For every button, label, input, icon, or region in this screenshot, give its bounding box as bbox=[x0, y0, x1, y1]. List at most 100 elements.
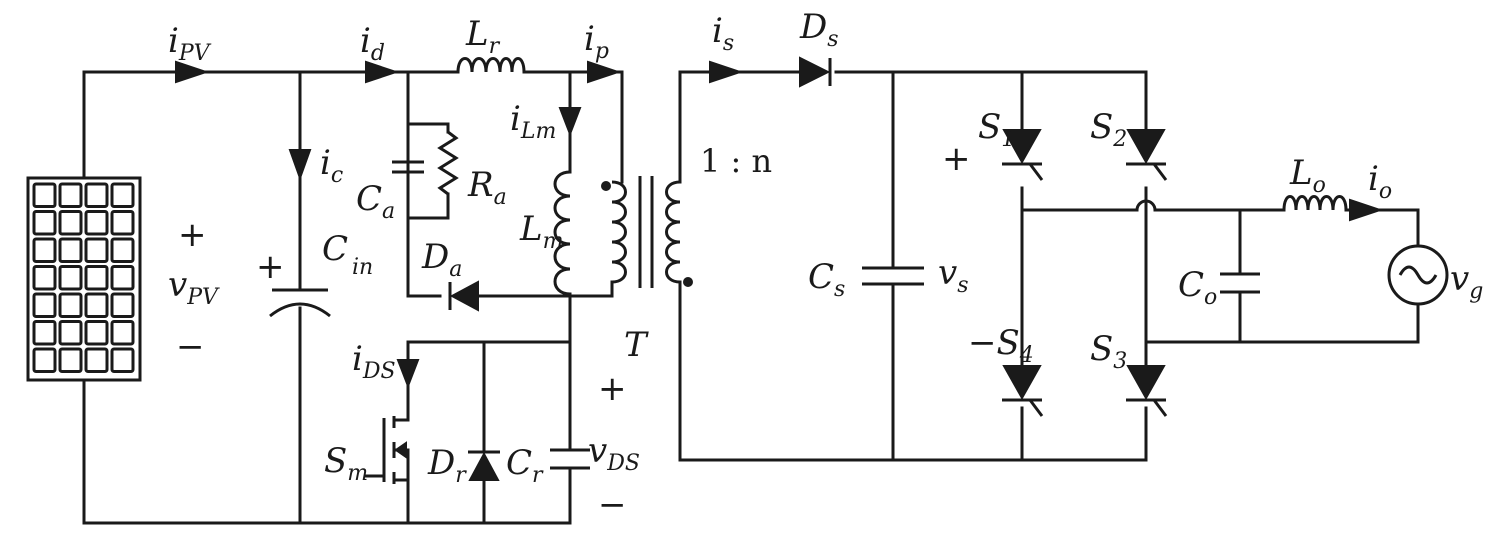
label-r-a: Ra bbox=[467, 165, 507, 210]
capacitor-co bbox=[1220, 272, 1260, 294]
arrow-i-o bbox=[1349, 198, 1384, 222]
v-ds-plus: + bbox=[598, 369, 627, 409]
pv-cell bbox=[32, 347, 57, 373]
pv-cell bbox=[32, 265, 57, 291]
resistor-ra bbox=[434, 122, 459, 220]
pv-cell bbox=[58, 292, 83, 318]
diode-dr bbox=[468, 450, 500, 481]
pv-cell bbox=[110, 182, 135, 208]
pv-cell bbox=[32, 292, 57, 318]
thyristor-s4 bbox=[1002, 365, 1044, 417]
transformer-core bbox=[638, 176, 654, 288]
arrow-i-s bbox=[709, 60, 744, 84]
pv-cell bbox=[32, 320, 57, 346]
label-c-a: Ca bbox=[356, 179, 395, 224]
label-d-a: Da bbox=[421, 237, 462, 282]
label-v-g: vg bbox=[1450, 259, 1483, 304]
label-v-pv: vPV bbox=[168, 265, 220, 310]
pv-cell bbox=[84, 182, 109, 208]
pv-cell bbox=[58, 182, 83, 208]
primary-dot bbox=[601, 181, 611, 191]
v-ds-minus: − bbox=[598, 485, 627, 525]
inductor-lo bbox=[1282, 195, 1348, 211]
arrow-i-c bbox=[288, 149, 312, 181]
diode-ds bbox=[799, 56, 832, 88]
pv-cell bbox=[58, 237, 83, 263]
label-i-pv: iPV bbox=[168, 21, 212, 66]
label-i-lm: iLm bbox=[510, 99, 556, 144]
label-c-o: Co bbox=[1178, 265, 1217, 310]
pv-cell bbox=[84, 320, 109, 346]
pv-cell bbox=[32, 210, 57, 236]
polarity-signs: + − + + + − bbox=[176, 139, 971, 525]
label-l-m: Lm bbox=[519, 209, 563, 254]
inductor-lr bbox=[456, 57, 526, 73]
thyristor-s3 bbox=[1126, 365, 1168, 417]
capacitor-cs bbox=[862, 266, 924, 286]
pv-cell bbox=[58, 265, 83, 291]
pv-cell bbox=[58, 320, 83, 346]
arrow-i-ds bbox=[396, 359, 420, 389]
current-arrows bbox=[175, 60, 1384, 389]
arrow-i-lm bbox=[558, 107, 582, 137]
v-pv-minus: − bbox=[176, 327, 205, 367]
capacitor-ca bbox=[392, 122, 424, 220]
pv-cell bbox=[110, 320, 135, 346]
label-v-s: vs bbox=[938, 253, 969, 298]
label-c-s: Cs bbox=[808, 257, 845, 302]
thyristor-s1 bbox=[1002, 129, 1044, 181]
label-i-d: id bbox=[360, 21, 385, 66]
v-s-plus: + bbox=[942, 139, 971, 179]
pv-cell bbox=[32, 182, 57, 208]
label-i-s: is bbox=[712, 11, 734, 56]
label-d-s: Ds bbox=[799, 7, 839, 52]
label-d-r: Dr bbox=[427, 443, 467, 488]
pv-cell bbox=[110, 237, 135, 263]
label-i-o: io bbox=[1368, 159, 1392, 204]
pv-cell bbox=[84, 237, 109, 263]
label-s4: −S4 bbox=[968, 323, 1034, 368]
capacitor-cin bbox=[269, 288, 331, 318]
label-c-r: Cr bbox=[506, 443, 544, 488]
wires bbox=[82, 70, 1420, 525]
capacitor-cr bbox=[550, 448, 590, 470]
label-l-r: Lr bbox=[465, 14, 501, 59]
pv-cell bbox=[110, 292, 135, 318]
mosfet-sm bbox=[364, 398, 410, 502]
pv-cell bbox=[110, 210, 135, 236]
transformer-secondary bbox=[665, 180, 681, 284]
wire-crossover bbox=[1135, 199, 1157, 212]
ac-grid-source-icon bbox=[1387, 244, 1449, 306]
label-l-o: Lo bbox=[1289, 153, 1326, 198]
arrow-i-d bbox=[365, 60, 400, 84]
thyristor-s2 bbox=[1126, 129, 1168, 181]
label-s3: S3 bbox=[1090, 329, 1127, 374]
arrow-i-p bbox=[587, 60, 622, 84]
c-in-plus: + bbox=[256, 247, 285, 287]
label-v-ds: vDS bbox=[588, 431, 640, 476]
pv-cell bbox=[84, 265, 109, 291]
label-transformer: T bbox=[624, 325, 649, 365]
pv-cell bbox=[84, 210, 109, 236]
pv-cell bbox=[110, 347, 135, 373]
pv-cell bbox=[32, 237, 57, 263]
diode-da bbox=[448, 280, 479, 312]
pv-cell bbox=[110, 265, 135, 291]
label-turns-ratio: 1 : n bbox=[700, 142, 772, 180]
inductor-lm bbox=[553, 170, 571, 296]
secondary-dot bbox=[683, 277, 693, 287]
label-s1: S1 bbox=[978, 107, 1015, 152]
label-i-c: ic bbox=[320, 143, 343, 188]
pv-cell bbox=[84, 347, 109, 373]
label-s2: S2 bbox=[1090, 107, 1127, 152]
label-s-m: Sm bbox=[324, 441, 368, 486]
label-i-p: ip bbox=[584, 19, 609, 64]
pv-panel-icon bbox=[26, 176, 142, 382]
v-pv-plus: + bbox=[178, 215, 207, 255]
label-i-ds: iDS bbox=[352, 339, 396, 384]
pv-cell bbox=[58, 347, 83, 373]
transformer-primary bbox=[611, 180, 627, 284]
